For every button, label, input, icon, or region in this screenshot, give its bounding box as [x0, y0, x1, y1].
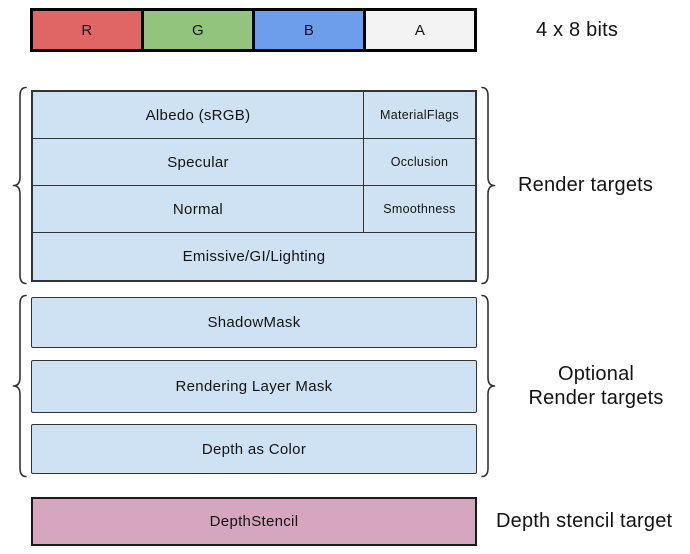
- normal-cell: Normal: [33, 186, 364, 233]
- optional-annotation-line2: Render targets: [528, 387, 664, 409]
- emissive-label: Emissive/GI/Lighting: [182, 248, 326, 265]
- materialflags-label: MaterialFlags: [380, 108, 459, 122]
- depth-as-color-label: Depth as Color: [201, 440, 307, 458]
- channel-r-cell: R: [33, 11, 141, 49]
- smoothness-label: Smoothness: [383, 202, 456, 216]
- depth-stencil-annotation: Depth stencil target: [496, 510, 673, 532]
- specular-label: Specular: [167, 153, 229, 171]
- occlusion-cell: Occlusion: [364, 139, 475, 186]
- albedo-cell: Albedo (sRGB): [33, 92, 364, 139]
- render-targets-annotation: Render targets: [518, 174, 654, 196]
- albedo-label: Albedo (sRGB): [145, 106, 251, 124]
- render-targets-table: Albedo (sRGB) MaterialFlags Specular Occ…: [31, 90, 477, 282]
- optional-targets-right-brace-icon: [481, 294, 496, 478]
- rendering-layer-mask-box: Rendering Layer Mask: [31, 360, 477, 413]
- specular-cell: Specular: [33, 139, 364, 186]
- shadowmask-label: ShadowMask: [207, 314, 301, 331]
- optional-render-targets-annotation: Optional Render targets: [500, 294, 690, 478]
- normal-label: Normal: [172, 200, 224, 218]
- rendering-layer-mask-label: Rendering Layer Mask: [175, 378, 333, 395]
- bits-annotation: 4 x 8 bits: [536, 18, 619, 41]
- depth-as-color-box: Depth as Color: [31, 424, 477, 474]
- channel-g-label: G: [192, 21, 204, 39]
- depthstencil-label: DepthStencil: [209, 513, 299, 530]
- materialflags-cell: MaterialFlags: [364, 92, 475, 139]
- shadowmask-box: ShadowMask: [31, 297, 477, 348]
- channel-a-cell: A: [363, 11, 474, 49]
- occlusion-label: Occlusion: [390, 155, 449, 169]
- render-targets-right-brace-icon: [481, 86, 496, 285]
- channel-b-label: B: [303, 21, 315, 39]
- optional-annotation-line1: Optional: [557, 363, 635, 385]
- depthstencil-box: DepthStencil: [31, 497, 477, 546]
- emissive-cell: Emissive/GI/Lighting: [33, 233, 475, 280]
- optional-targets-left-brace-icon: [12, 294, 27, 478]
- pixel-format-strip: R G B A: [30, 8, 477, 52]
- channel-b-cell: B: [252, 11, 363, 49]
- render-targets-left-brace-icon: [12, 86, 27, 285]
- channel-a-label: A: [414, 21, 426, 39]
- channel-g-cell: G: [141, 11, 252, 49]
- smoothness-cell: Smoothness: [364, 186, 475, 233]
- channel-r-label: R: [81, 21, 93, 39]
